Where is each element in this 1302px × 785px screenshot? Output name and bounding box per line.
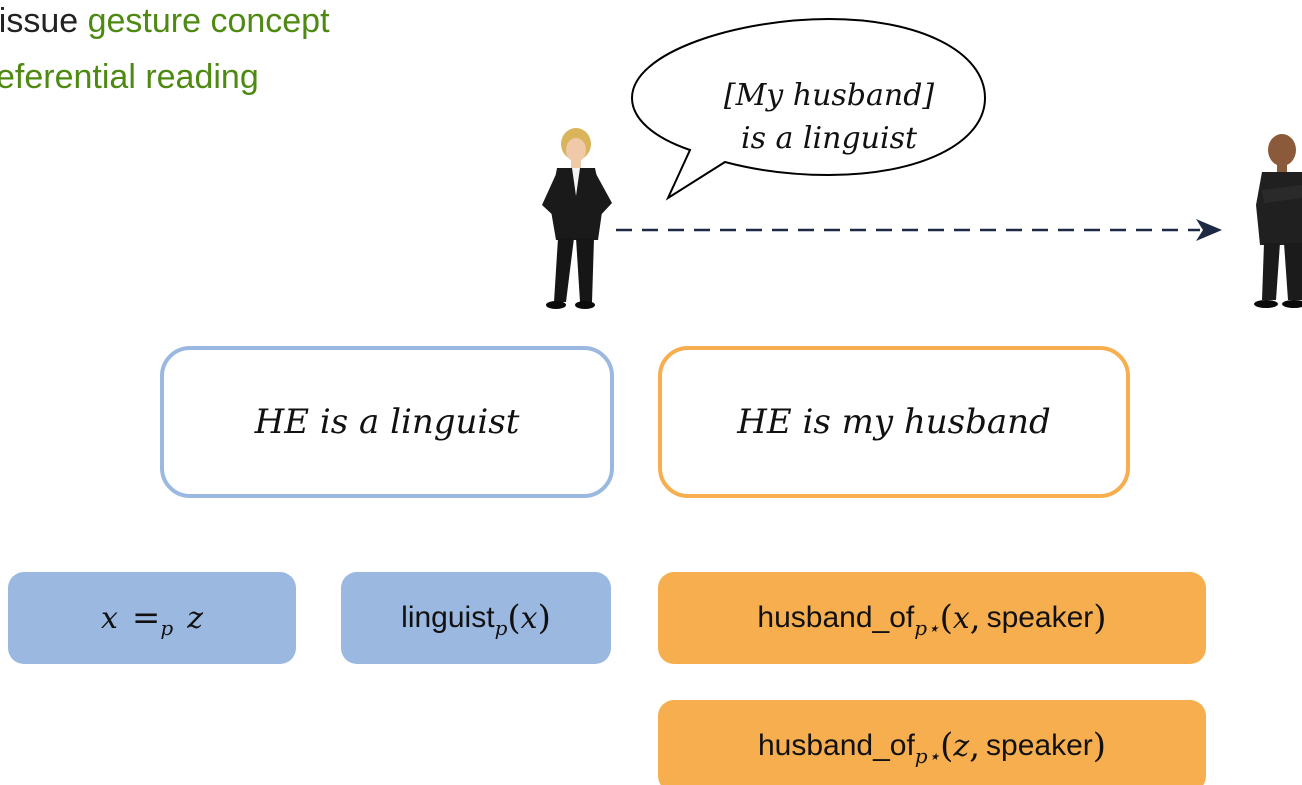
bullet-referential-reading: eferential reading bbox=[0, 60, 259, 94]
speech-bubble bbox=[630, 17, 987, 201]
var-x: x bbox=[100, 600, 118, 636]
frame-he-is-linguist: HE is a linguist bbox=[160, 346, 614, 498]
arg-speaker: speaker bbox=[986, 601, 1094, 634]
predicate-husband-of: husband_of bbox=[757, 601, 915, 634]
var-z: z bbox=[187, 600, 204, 636]
bullet-green-text: gesture concept bbox=[78, 2, 330, 40]
predicate-husband-of: husband_of bbox=[757, 729, 915, 762]
paren-close: ) bbox=[1093, 598, 1107, 638]
var-z: z bbox=[953, 728, 970, 764]
paren-close: ) bbox=[537, 598, 551, 638]
var-x: x bbox=[520, 600, 538, 636]
subscript-p-star: p⋆ bbox=[914, 616, 940, 640]
comma: , bbox=[969, 598, 981, 638]
man-figure bbox=[1254, 134, 1302, 308]
speech-bubble-text: [My husband] is a linguist bbox=[684, 74, 974, 160]
bullet-green-text: eferential reading bbox=[0, 58, 259, 96]
paren-open: ( bbox=[507, 598, 521, 638]
frame-husband-text: HE is my husband bbox=[737, 402, 1051, 442]
subscript-p: p bbox=[494, 616, 508, 640]
comma: , bbox=[969, 726, 981, 766]
frame-he-is-husband: HE is my husband bbox=[658, 346, 1130, 498]
dashed-arrow bbox=[616, 219, 1222, 241]
paren-open: ( bbox=[939, 598, 953, 638]
predicate-linguist: linguist bbox=[401, 601, 495, 634]
subscript-p: p bbox=[160, 616, 174, 640]
speech-line-2: is a linguist bbox=[740, 121, 918, 156]
bullet-dark-text: t-issue bbox=[0, 2, 79, 40]
subscript-p-star: p⋆ bbox=[914, 744, 941, 768]
bullet-gesture-concept: t-issue gesture concept bbox=[0, 4, 330, 38]
paren-open: ( bbox=[940, 726, 954, 766]
woman-figure bbox=[542, 128, 612, 309]
frame-linguist-text: HE is a linguist bbox=[254, 402, 520, 442]
var-x: x bbox=[952, 600, 970, 636]
paren-close: ) bbox=[1092, 726, 1107, 766]
arg-speaker: speaker bbox=[986, 729, 1093, 762]
speech-line-1: [My husband] bbox=[723, 78, 935, 113]
formula-equality: x =p z bbox=[8, 572, 296, 664]
equals-sign: = bbox=[131, 598, 161, 638]
